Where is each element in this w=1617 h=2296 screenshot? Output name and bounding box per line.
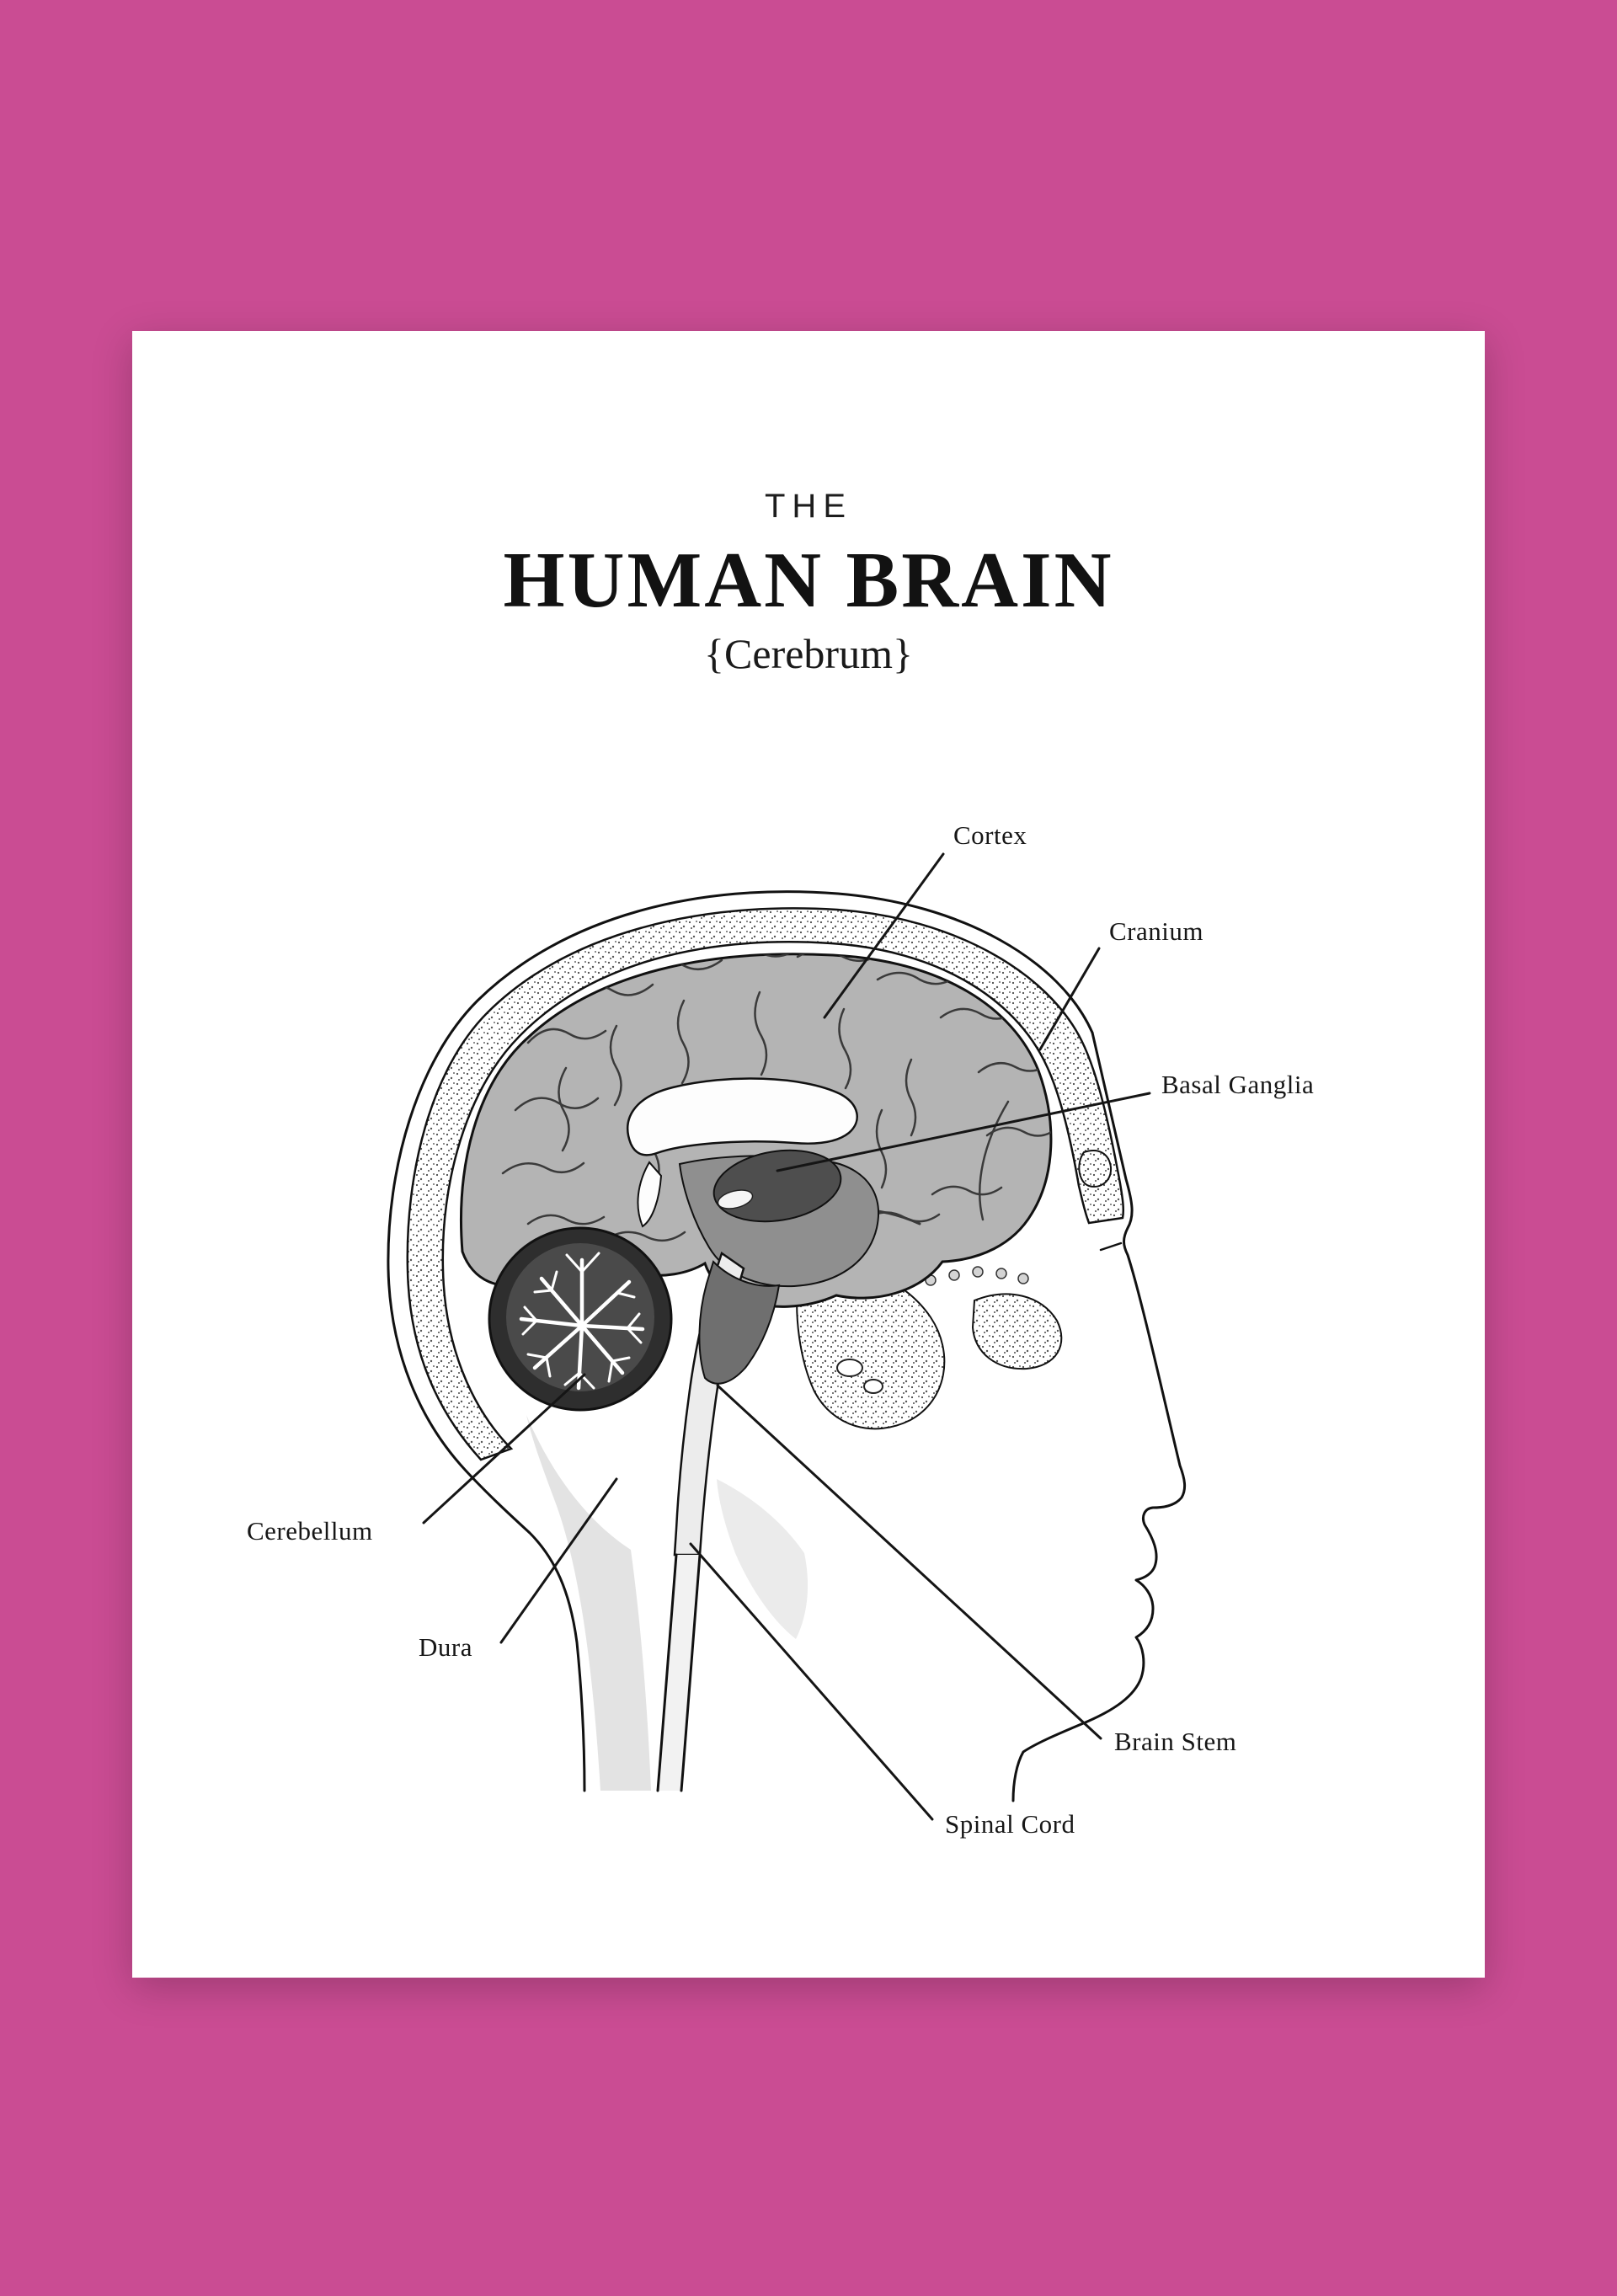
sella-bone-dots xyxy=(925,1266,1029,1286)
spinal-cord-shape xyxy=(656,1553,702,1792)
dura-shape xyxy=(526,1415,651,1791)
brain-stem-leader-line xyxy=(716,1384,1102,1740)
title-block: THE HUMAN BRAIN {Cerebrum} xyxy=(132,331,1485,678)
corpus-callosum xyxy=(627,1077,858,1156)
poster-subtitle: {Cerebrum} xyxy=(704,629,913,677)
poster-title: HUMAN BRAIN xyxy=(503,537,1114,624)
basal-ganglia-leader-line xyxy=(776,1092,1151,1172)
poster-sheet: THE HUMAN BRAIN {Cerebrum} xyxy=(132,331,1485,1978)
arbor-vitae xyxy=(519,1252,645,1391)
spinal-cord-fill xyxy=(658,1555,700,1791)
label-cortex: Cortex xyxy=(953,820,1027,850)
poster-pretitle: THE xyxy=(765,488,852,525)
fornix xyxy=(637,1161,663,1228)
cranium-band xyxy=(406,907,1125,1461)
label-basal-ganglia: Basal Ganglia xyxy=(1161,1070,1314,1099)
label-brain-stem: Brain Stem xyxy=(1114,1727,1236,1756)
pons-shape xyxy=(698,1260,781,1385)
head-outline xyxy=(387,890,1187,1802)
dura-region xyxy=(526,1415,808,1791)
cerebellum-shape xyxy=(488,1226,673,1412)
cranium-leader-line xyxy=(1038,947,1101,1051)
gyri-lines xyxy=(501,953,1051,1242)
sphenoid-bone xyxy=(971,1293,1063,1370)
eye-line xyxy=(1099,1241,1123,1252)
cortex-leader-line xyxy=(823,852,945,1019)
basal-ganglia-highlight xyxy=(717,1189,754,1209)
face-profile xyxy=(1011,1031,1187,1802)
label-spinal-cord: Spinal Cord xyxy=(945,1809,1075,1839)
dura-leader-line xyxy=(499,1477,618,1644)
frontal-sinus-bone xyxy=(1078,1150,1113,1188)
ossicle-bones xyxy=(836,1359,883,1394)
brain-diagram: Cortex Cranium Basal Ganglia Cerebellum … xyxy=(247,820,1314,1839)
skull-base-bones xyxy=(796,1150,1113,1430)
cerebellum-leader-line xyxy=(422,1373,586,1524)
dura-shape-front xyxy=(717,1479,808,1639)
scalp-outline xyxy=(387,890,1094,1792)
leader-lines xyxy=(422,852,1151,1821)
label-dura: Dura xyxy=(419,1632,472,1662)
spinal-cord-leader-line xyxy=(689,1542,934,1821)
label-cranium: Cranium xyxy=(1109,916,1203,946)
label-cerebellum: Cerebellum xyxy=(247,1516,373,1546)
diagram-labels: Cortex Cranium Basal Ganglia Cerebellum … xyxy=(247,820,1314,1839)
